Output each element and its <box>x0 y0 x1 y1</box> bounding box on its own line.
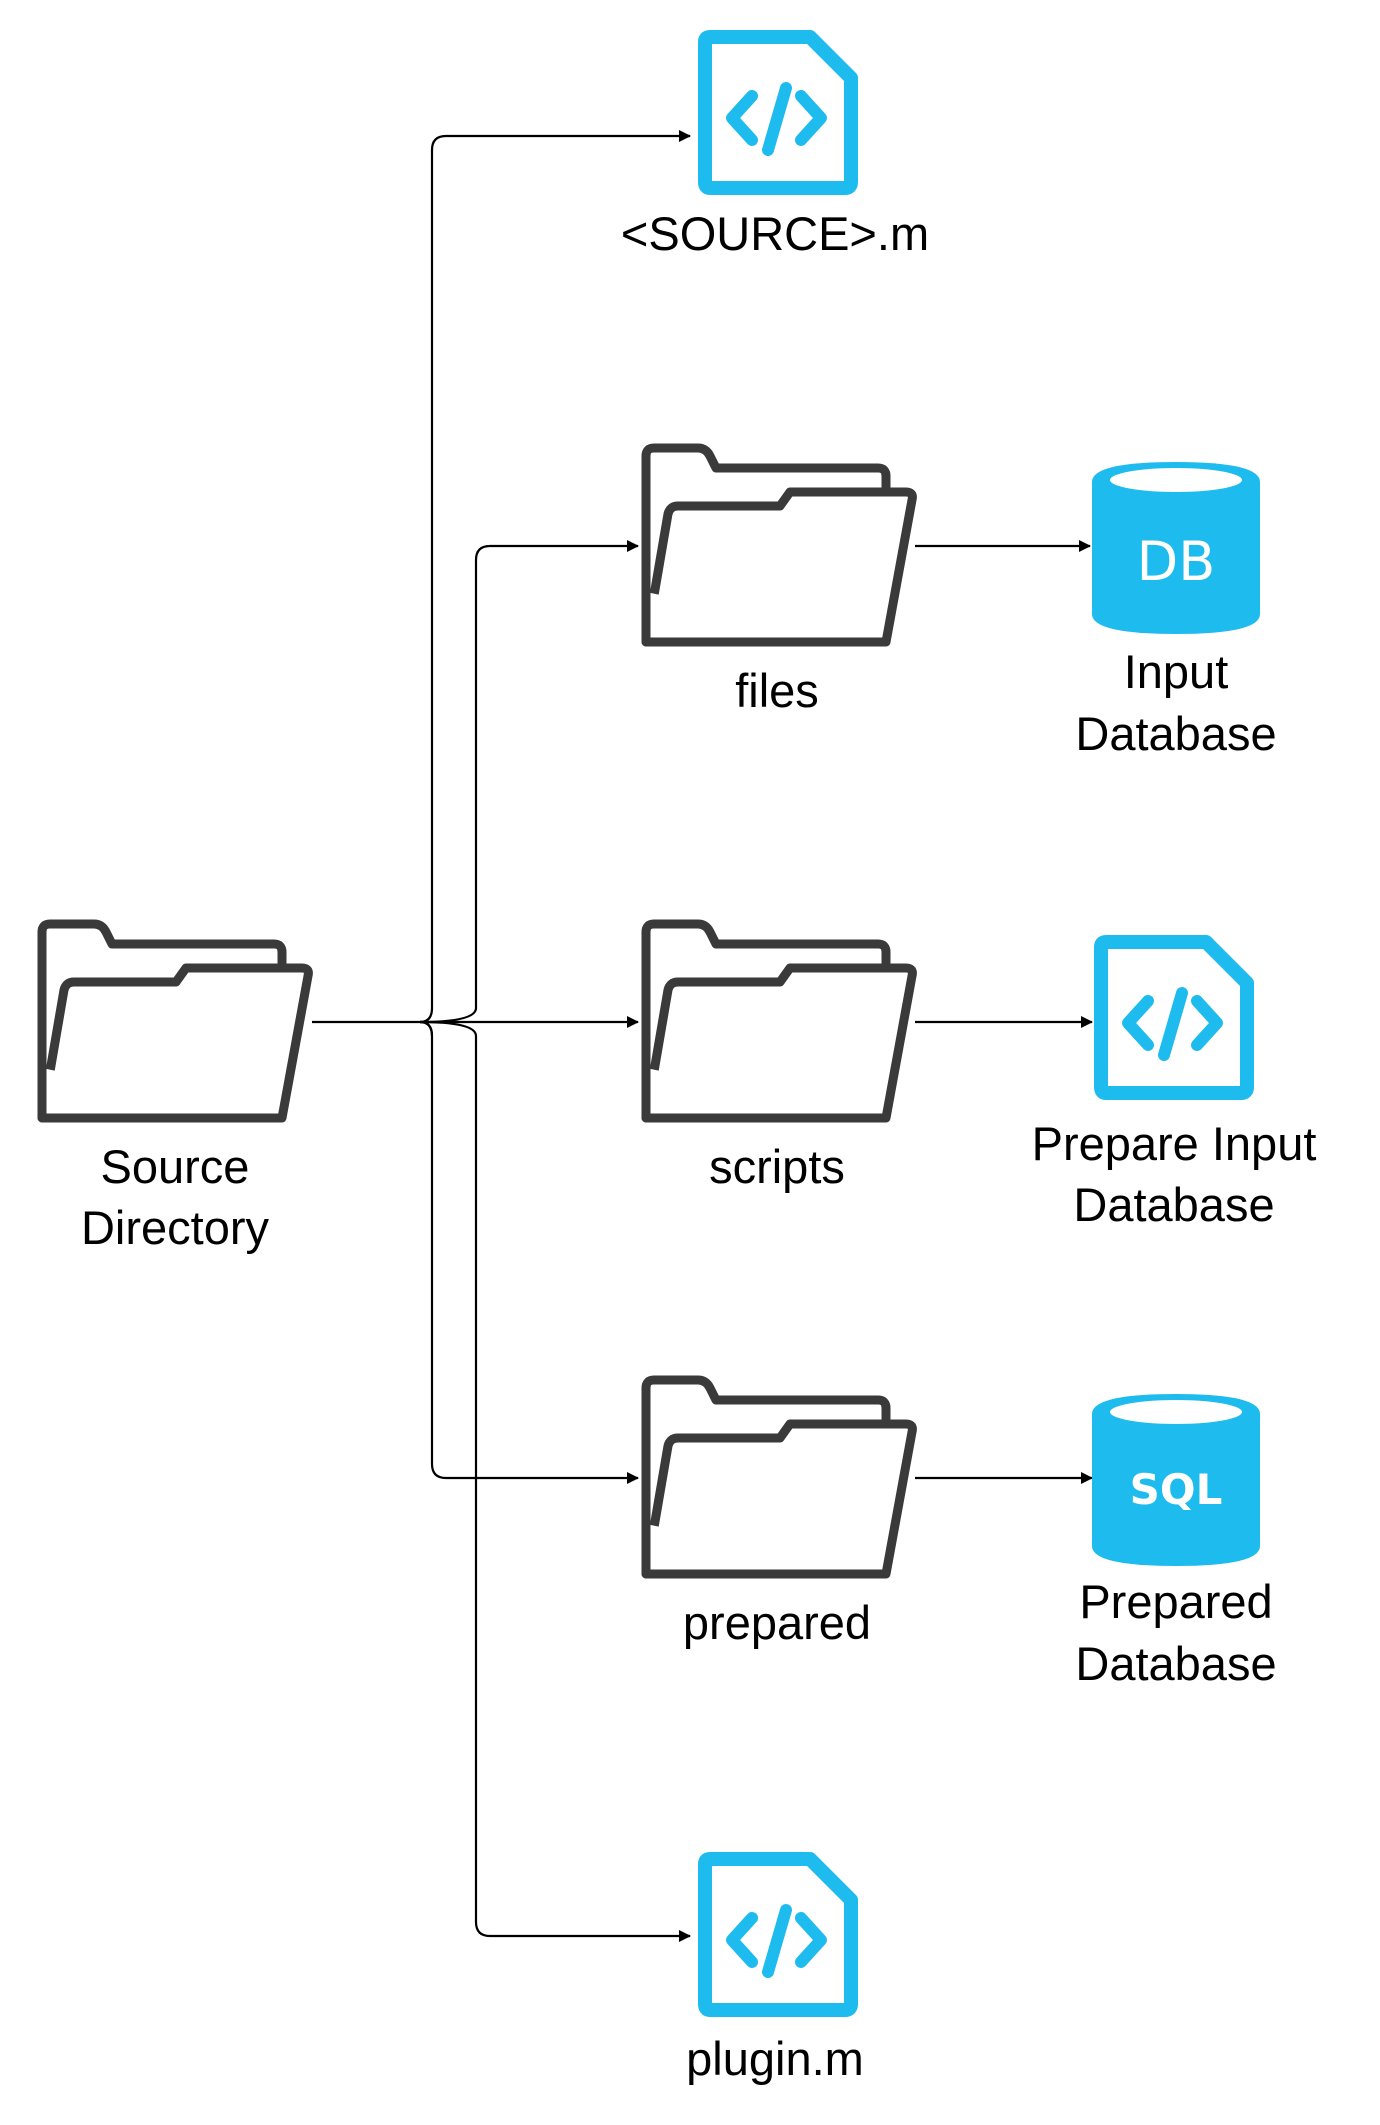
node-prepared-label: prepared <box>683 1596 871 1649</box>
code-file-icon <box>698 1852 858 2017</box>
sql-icon-text: SQL <box>1130 1465 1223 1514</box>
db-icon-text: DB <box>1137 530 1216 593</box>
node-scripts-label: scripts <box>709 1140 845 1193</box>
node-files: files <box>641 443 917 717</box>
node-input-database-label-line-1: Input <box>1124 645 1229 698</box>
edge-source-directory-to-source-m <box>419 130 691 1024</box>
node-prepare-input-database: Prepare Input Database <box>1032 935 1317 1231</box>
node-scripts: scripts <box>641 919 917 1193</box>
node-prepared-database-label-line-1: Prepared <box>1079 1575 1272 1628</box>
folder-icon <box>641 919 917 1123</box>
code-file-icon <box>1094 935 1254 1100</box>
node-prepared: prepared <box>641 1375 917 1649</box>
edges <box>312 130 1093 1942</box>
node-source-directory-label-line-2: Directory <box>81 1201 270 1254</box>
node-files-label: files <box>735 664 819 717</box>
edge-crossing-hump <box>419 1020 434 1037</box>
node-plugin-m-label: plugin.m <box>686 2032 864 2085</box>
sql-database-icon: SQL <box>1092 1394 1260 1566</box>
node-input-database: DB Input Database <box>1075 462 1277 760</box>
node-source-m-label: <SOURCE>.m <box>621 207 929 260</box>
edge-source-directory-to-plugin-m <box>419 1020 691 1942</box>
node-input-database-label-line-2: Database <box>1075 707 1276 760</box>
node-prepare-input-database-label-line-2: Database <box>1073 1178 1274 1231</box>
folder-icon <box>641 443 917 647</box>
node-prepared-database: SQL Prepared Database <box>1075 1394 1277 1690</box>
node-source-directory: Source Directory <box>37 919 313 1254</box>
node-prepared-database-label-line-2: Database <box>1075 1637 1276 1690</box>
folder-icon <box>37 919 313 1123</box>
edge-source-directory-to-prepared <box>419 1020 639 1484</box>
node-prepare-input-database-label-line-1: Prepare Input <box>1032 1117 1317 1170</box>
folder-icon <box>641 1375 917 1579</box>
database-icon: DB <box>1092 462 1260 634</box>
edge-source-directory-to-files <box>419 540 639 1024</box>
code-file-icon <box>698 30 858 195</box>
node-source-directory-label-line-1: Source <box>101 1140 250 1193</box>
node-source-m: <SOURCE>.m <box>621 30 929 260</box>
node-plugin-m: plugin.m <box>686 1852 864 2085</box>
